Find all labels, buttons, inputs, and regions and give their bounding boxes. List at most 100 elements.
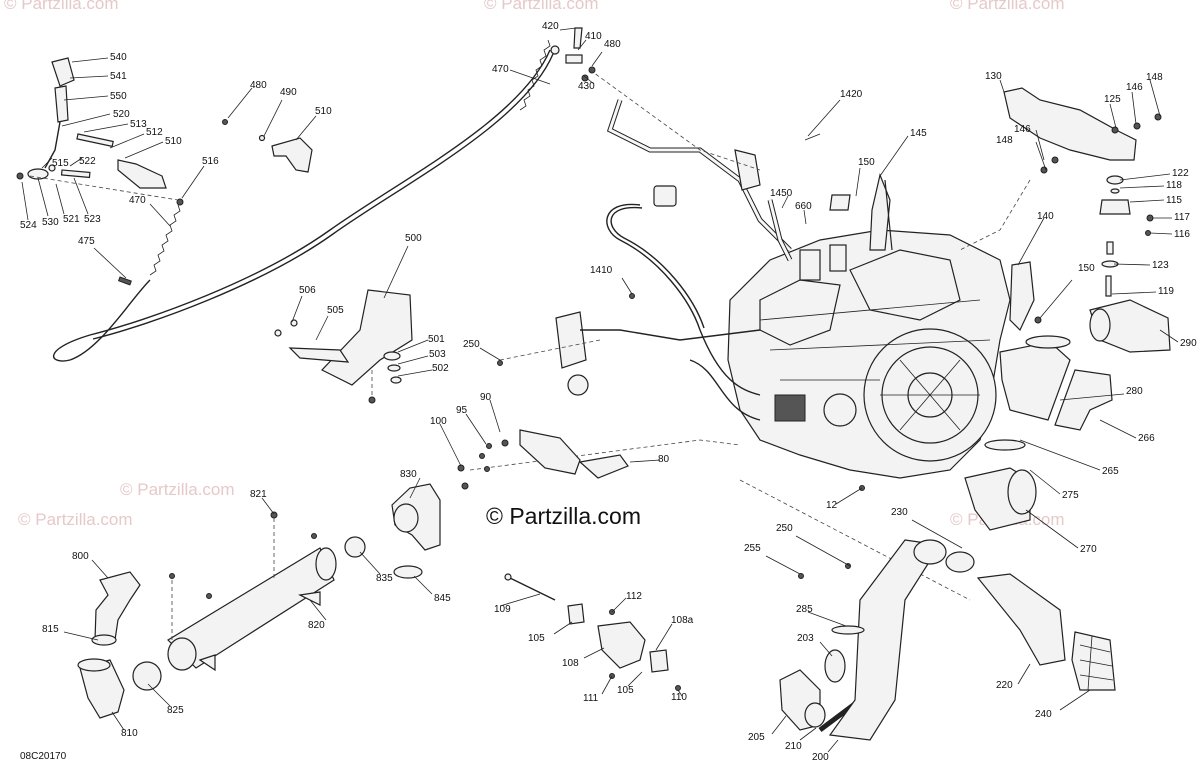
callout-label: 275 bbox=[1062, 490, 1079, 501]
callout-label: 112 bbox=[626, 591, 642, 602]
callout-label: 122 bbox=[1172, 168, 1189, 179]
callout-label: 111 bbox=[583, 693, 599, 704]
callout-label: 250 bbox=[463, 339, 480, 350]
callout-label: 265 bbox=[1102, 466, 1119, 477]
callout-label: 95 bbox=[456, 405, 468, 416]
callout-label: 255 bbox=[744, 543, 761, 554]
callout-label: 540 bbox=[110, 52, 127, 63]
callout-label: 116 bbox=[1174, 229, 1190, 240]
callout-label: 203 bbox=[797, 633, 814, 644]
callout-label: 205 bbox=[748, 732, 765, 743]
callout-label: 490 bbox=[280, 87, 297, 98]
callout-label: 118 bbox=[1166, 180, 1182, 191]
callout-label: 660 bbox=[795, 201, 812, 212]
callout-label: 512 bbox=[146, 127, 163, 138]
callout-label: 810 bbox=[121, 728, 138, 739]
callout-label: 290 bbox=[1180, 338, 1197, 349]
callout-label: 800 bbox=[72, 551, 89, 562]
callout-label: 470 bbox=[129, 195, 146, 206]
callout-label: 100 bbox=[430, 416, 447, 427]
callout-label: 530 bbox=[42, 217, 59, 228]
callout-label: 503 bbox=[429, 349, 446, 360]
callout-label: 240 bbox=[1035, 709, 1052, 720]
callout-label: 210 bbox=[785, 741, 802, 752]
callout-label: 521 bbox=[63, 214, 80, 225]
watermark: © Partzilla.com bbox=[18, 510, 133, 529]
callout-label: 500 bbox=[405, 233, 422, 244]
callout-label: 105 bbox=[617, 685, 634, 696]
callout-label: 845 bbox=[434, 593, 451, 604]
callout-label: 90 bbox=[480, 392, 492, 403]
callout-label: 125 bbox=[1104, 94, 1121, 105]
callout-label: 541 bbox=[110, 71, 127, 82]
callout-label: 119 bbox=[1158, 286, 1174, 297]
watermark: © Partzilla.com bbox=[950, 0, 1065, 13]
callout-label: 524 bbox=[20, 220, 37, 231]
callout-label: 835 bbox=[376, 573, 393, 584]
callout-label: 480 bbox=[604, 39, 621, 50]
callout-label: 200 bbox=[812, 752, 829, 763]
callout-label: 150 bbox=[858, 157, 875, 168]
callout-label: 502 bbox=[432, 363, 449, 374]
callout-label: 105 bbox=[528, 633, 545, 644]
callout-label: 146 bbox=[1126, 82, 1143, 93]
callout-label: 145 bbox=[910, 128, 927, 139]
callout-label: 1450 bbox=[770, 188, 793, 199]
callout-label: 480 bbox=[250, 80, 267, 91]
callout-label: 420 bbox=[542, 21, 559, 32]
callout-label: 270 bbox=[1080, 544, 1097, 555]
callout-label: 501 bbox=[428, 334, 445, 345]
callout-label: 1410 bbox=[590, 265, 613, 276]
bolt-icon bbox=[509, 577, 556, 601]
bracket-icon bbox=[271, 137, 313, 173]
callout-label: 250 bbox=[776, 523, 793, 534]
watermark: © Partzilla.com bbox=[4, 0, 119, 13]
watermark: © Partzilla.com bbox=[120, 480, 235, 499]
callout-label: 550 bbox=[110, 91, 127, 102]
callout-label: 80 bbox=[658, 454, 670, 465]
watermark: © Partzilla.com bbox=[484, 0, 599, 13]
callout-label: 510 bbox=[165, 136, 182, 147]
callout-label: 522 bbox=[79, 156, 96, 167]
callout-label: 470 bbox=[492, 64, 509, 75]
callout-label: 220 bbox=[996, 680, 1013, 691]
callout-label: 266 bbox=[1138, 433, 1155, 444]
engine-icon bbox=[727, 172, 1011, 479]
sensor-icon bbox=[555, 311, 587, 369]
air-boot-icon bbox=[976, 573, 1066, 666]
lever-icon bbox=[519, 429, 581, 475]
callout-label: 109 bbox=[494, 604, 511, 615]
callout-label: 110 bbox=[671, 692, 687, 703]
callout-label: 515 bbox=[52, 158, 69, 169]
callout-label: 430 bbox=[578, 81, 595, 92]
callout-label: 475 bbox=[78, 236, 95, 247]
brand-text: © Partzilla.com bbox=[486, 503, 641, 529]
callout-label: 285 bbox=[796, 604, 813, 615]
callout-label: 115 bbox=[1166, 195, 1182, 206]
callout-label: 123 bbox=[1152, 260, 1169, 271]
callout-label: 516 bbox=[202, 156, 219, 167]
callout-label: 505 bbox=[327, 305, 344, 316]
callout-label: 821 bbox=[250, 489, 267, 500]
callout-label: 1420 bbox=[840, 89, 863, 100]
housing-icon bbox=[597, 621, 646, 669]
callout-label: 148 bbox=[996, 135, 1013, 146]
callout-label: 117 bbox=[1174, 212, 1190, 223]
callout-label: 506 bbox=[299, 285, 316, 296]
callout-label: 12 bbox=[826, 500, 838, 511]
shift-cable-icon bbox=[53, 39, 560, 362]
callout-label: 830 bbox=[400, 469, 417, 480]
leader-lines bbox=[21, 27, 1179, 753]
callout-label: 130 bbox=[985, 71, 1002, 82]
callout-label: 825 bbox=[167, 705, 184, 716]
shift-lever-icon bbox=[16, 57, 184, 206]
callout-label: 108a bbox=[671, 615, 694, 626]
callout-label: 148 bbox=[1146, 72, 1163, 83]
callout-label: 108 bbox=[562, 658, 579, 669]
callout-label: 513 bbox=[130, 119, 147, 130]
bracket-icon bbox=[1003, 87, 1137, 161]
callout-label: 146 bbox=[1014, 124, 1031, 135]
callout-label: 140 bbox=[1037, 211, 1054, 222]
